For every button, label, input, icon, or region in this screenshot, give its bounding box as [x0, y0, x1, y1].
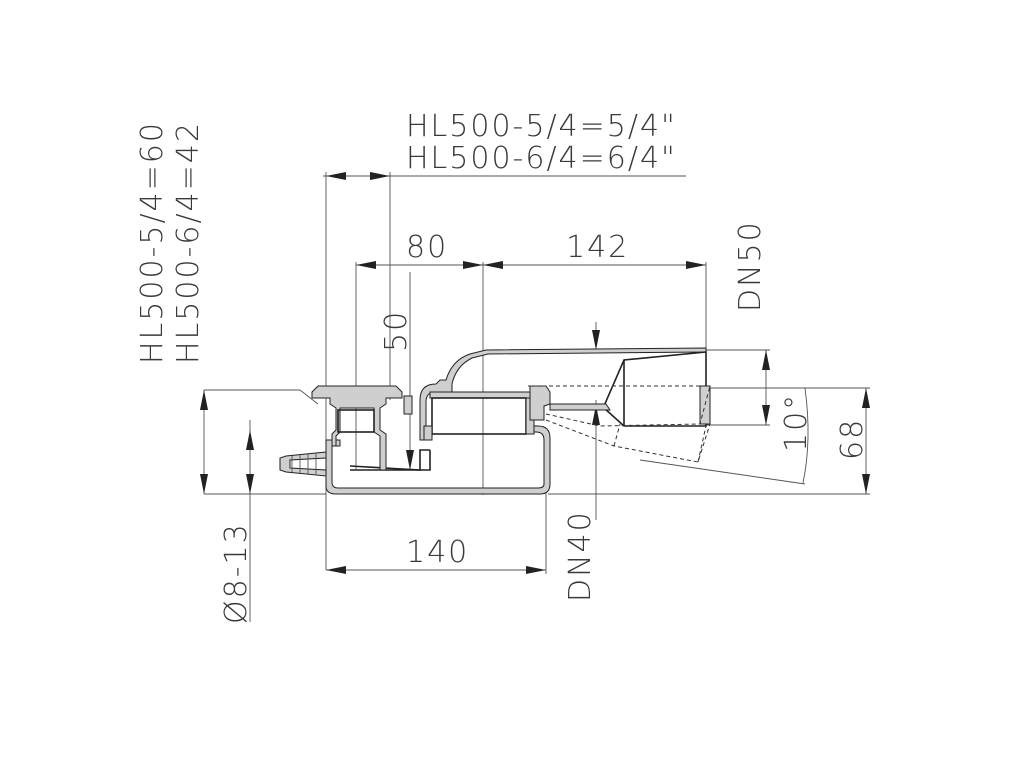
angle-10-label: 10°	[779, 393, 814, 452]
dimension-arrows	[200, 172, 870, 574]
dimension-140: 140	[406, 535, 469, 570]
dimension-142: 142	[566, 230, 629, 265]
height-label-line-2: HL500-6/4=42	[171, 121, 206, 364]
height-label-line-1: HL500-5/4=60	[135, 121, 170, 364]
siphon-body	[279, 347, 711, 495]
dimension-80: 80	[406, 230, 448, 265]
dn40-label: DN40	[563, 510, 598, 602]
dimension-68: 68	[835, 418, 870, 460]
dn50-label: DN50	[733, 220, 768, 312]
thread-label-line-1: HL500-5/4=5/4"	[406, 109, 677, 144]
thread-label-line-2: HL500-6/4=6/4"	[406, 141, 677, 176]
hose-diameter-label: Ø8-13	[219, 522, 254, 624]
dimension-50: 50	[379, 310, 414, 352]
